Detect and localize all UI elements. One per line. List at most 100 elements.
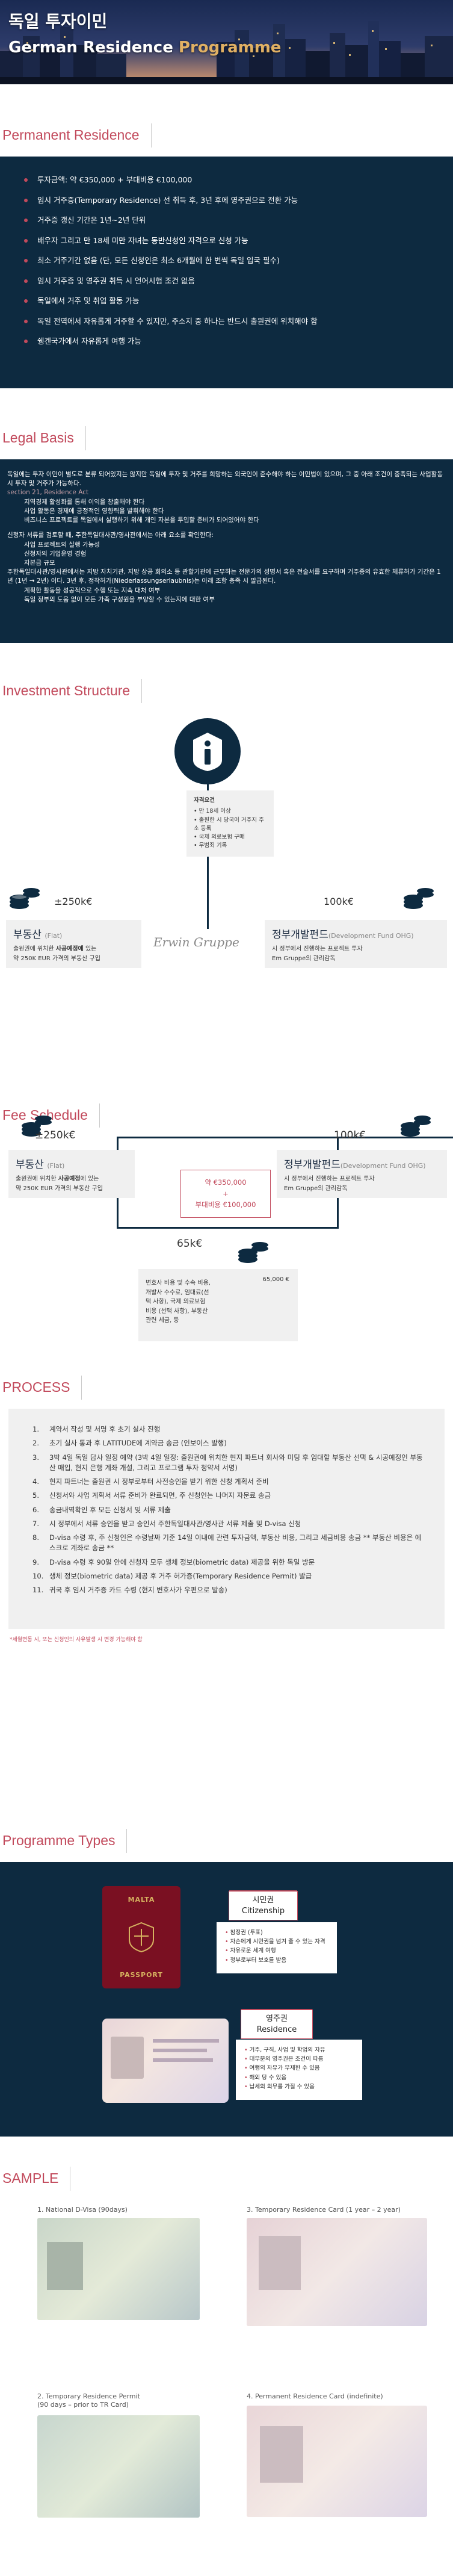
- legal-basis-panel: 독일에는 투자 이민이 별도로 분류 되어있지는 않지만 독일에 투자 및 거주…: [0, 459, 453, 643]
- card-title: 정부개발펀드(Development Fund OHG): [284, 1156, 440, 1171]
- list-item: 만 18세 이상: [194, 807, 267, 816]
- investment-structure-diagram: 자격요건 만 18세 이상 출원한 시 당국이 거주지 주소 등록 국제 의료보…: [0, 712, 453, 1137]
- card-body-bold: 사공예정에: [55, 946, 84, 952]
- legal-point: 비즈니스 프로젝트를 독일에서 실행하기 위해 개인 자본을 투입할 준비가 되…: [24, 517, 259, 524]
- development-fund-card: 정부개발펀드(Development Fund OHG) 시 정부에서 진행하는…: [277, 1150, 447, 1198]
- list-item: 납세의 의무를 가질 수 있음: [244, 2082, 354, 2091]
- card-subtitle: (Flat): [45, 932, 63, 940]
- list-item: 임시 거주증 및 영주권 취득 시 언어시험 조건 없음: [24, 276, 429, 287]
- process-steps: 1.계약서 작성 및 서명 후 초기 실사 진행 2.초기 실사 통과 후 LA…: [32, 1424, 427, 1595]
- card-title: 부동산 (Flat): [16, 1156, 128, 1171]
- hero-title-highlight: Programme: [178, 39, 282, 57]
- card-title-text: 정부개발펀드: [272, 929, 328, 941]
- process-step: 1.계약서 작성 및 서명 후 초기 실사 진행: [32, 1424, 427, 1435]
- tr-permit-image: [37, 2415, 200, 2518]
- card-body-text: 에 있는: [80, 1176, 99, 1182]
- hero-title-english: German Residence Programme: [8, 39, 281, 57]
- list-item: 거주, 구직, 사업 및 학업의 자유: [244, 2046, 354, 2055]
- section-title: SAMPLE: [2, 2167, 71, 2191]
- tr-card-image: [247, 2218, 427, 2326]
- plus-sign: +: [223, 1189, 229, 1198]
- residence-badge: 영주권 Residence: [241, 2008, 313, 2040]
- coat-of-arms-icon: [129, 1922, 154, 1953]
- coins-icon: [238, 1242, 268, 1263]
- process-note: *세월변동 시, 또는 신청인의 사유발생 시 변경 가능해야 함: [10, 1637, 143, 1643]
- text-line: [153, 2058, 213, 2062]
- person-info-icon: [193, 733, 222, 771]
- development-fund-card: 정부개발펀드(Development Fund OHG) 시 정부에서 진행하는…: [265, 920, 447, 968]
- process-step: 9.D-visa 수령 후 90일 안에 신청자 모두 생체 정보(biomet…: [32, 1557, 427, 1568]
- requirements-box: 자격요건 만 18세 이상 출원한 시 당국이 거주지 주소 등록 국제 의료보…: [186, 790, 274, 857]
- residence-card-image: [102, 2019, 229, 2103]
- section-header-sample: SAMPLE: [0, 2137, 453, 2200]
- section-title: PROCESS: [2, 1376, 82, 1400]
- card-subtitle: (Development Fund OHG): [340, 1162, 426, 1170]
- list-item: 거주증 갱신 기간은 1년~2년 단위: [24, 215, 429, 226]
- residence-card: 거주, 구직, 사업 및 학업의 자유 대부분의 영주권은 조건이 따름 여행의…: [236, 2040, 362, 2100]
- d-visa-image: [37, 2218, 200, 2320]
- process-step: 3.3박 4일 독일 답사 일정 예약 (3박 4일 일정: 출원권에 위치한 …: [32, 1453, 427, 1474]
- card-subtitle: (Flat): [47, 1162, 65, 1170]
- legal-reference: section 21, Residence Act: [7, 489, 89, 497]
- process-step: 7.시 정부에서 서류 승인을 받고 승인서 주한독일대사관/영사관 서류 제출…: [32, 1519, 427, 1529]
- legal-point: 신청자의 기업운영 경험: [24, 550, 87, 557]
- passport-image: MALTA PASSPORT: [102, 1886, 180, 1988]
- list-item: 참정권 (투표): [225, 1928, 328, 1937]
- process-step: 5.신청서와 사업 계획서 서류 준비가 완료되면, 주 신청인는 나머지 자문…: [32, 1491, 427, 1501]
- step-text: 송금내역확인 후 모든 신청서 및 서류 제출: [49, 1505, 171, 1514]
- list-item: 여행의 자유가 무제한 수 있음: [244, 2064, 354, 2073]
- programme-types-panel: MALTA PASSPORT 시민권 Citizenship 참정권 (투표) …: [0, 1862, 453, 2137]
- badge-text: 시민권: [252, 1896, 274, 1905]
- process-step: 6.송금내역확인 후 모든 신청서 및 서류 제출: [32, 1505, 427, 1515]
- hero-title-korean: 독일 투자이민: [8, 11, 108, 31]
- card-body-text: 출원권에 위치한: [16, 1176, 58, 1182]
- list-item: 출원한 시 당국이 거주지 주소 등록: [194, 816, 267, 834]
- list-item: 독일에서 거주 및 취업 활동 가능: [24, 296, 429, 306]
- sample-caption: 4. Permanent Residence Card (indefinite): [247, 2392, 383, 2400]
- process-step: 4.현지 파트너는 출원권 시 정부로부터 사전승인을 받기 위한 신청 계획서…: [32, 1477, 427, 1487]
- card-body-text: 있는: [83, 946, 97, 952]
- permanent-list: 투자금액: 약 €350,000 + 부대비용 €100,000 임시 거주증(…: [24, 175, 429, 347]
- permanent-residence-panel: 투자금액: 약 €350,000 + 부대비용 €100,000 임시 거주증(…: [0, 157, 453, 388]
- badge-text: 영주권: [266, 2014, 288, 2023]
- card-title-text: 부동산: [16, 1159, 44, 1171]
- passport-country: MALTA: [128, 1896, 155, 1904]
- step-text: 계약서 작성 및 서명 후 초기 실사 진행: [49, 1425, 161, 1433]
- photo-placeholder: [47, 2242, 83, 2290]
- card-body-text: 약 250K EUR 가격의 부동산 구입: [13, 955, 100, 962]
- connector-line: [337, 1198, 339, 1228]
- requirements-list: 만 18세 이상 출원한 시 당국이 거주지 주소 등록 국제 의료보험 구매 …: [194, 807, 267, 850]
- list-item: 자유로운 세계 여행: [225, 1946, 328, 1955]
- total-investment: 약 €350,000: [205, 1178, 247, 1187]
- section-header-legal: Legal Basis: [0, 388, 453, 459]
- total-fee-box: 약 €350,000 + 부대비용 €100,000: [180, 1170, 271, 1218]
- additional-fee: 부대비용 €100,000: [195, 1200, 256, 1209]
- connector-line: [207, 784, 209, 793]
- section-title: Permanent Residence: [2, 123, 152, 147]
- section-header-programme: Programme Types: [0, 1796, 453, 1862]
- card-subtitle: (Development Fund OHG): [328, 932, 414, 940]
- coins-icon: [401, 1116, 431, 1137]
- legal-point: 사업 활동은 경제에 긍정적인 영향력을 발휘해야 한다: [24, 507, 164, 515]
- list-item: 무범죄 기록: [194, 842, 267, 850]
- connector-line: [117, 1227, 339, 1229]
- connector-line: [117, 1137, 453, 1138]
- coins-icon: [10, 888, 40, 909]
- section-title: Investment Structure: [2, 679, 143, 703]
- card-title-text: 정부개발펀드: [284, 1159, 341, 1171]
- list-item: 최소 거주기간 없음 (단, 모든 신청인은 최소 6개월에 한 번씩 독일 입…: [24, 255, 429, 266]
- list-item: 쉥겐국가에서 자유롭게 여행 가능: [24, 336, 429, 347]
- legal-point: 사업 프로젝트의 실행 가능성: [24, 541, 100, 548]
- card-body: 변호사 비용 및 수속 비용, 개발사 수수료, 임대료(선택 사항), 국제 …: [146, 1280, 211, 1324]
- list-item: 투자금액: 약 €350,000 + 부대비용 €100,000: [24, 175, 429, 185]
- info-person-icon: [174, 718, 241, 784]
- coins-icon: [404, 888, 434, 909]
- section-header-fee: Fee Schedule: [0, 1064, 453, 1137]
- card-title: 부동산 (Flat): [13, 926, 134, 941]
- text-line: [153, 2039, 219, 2043]
